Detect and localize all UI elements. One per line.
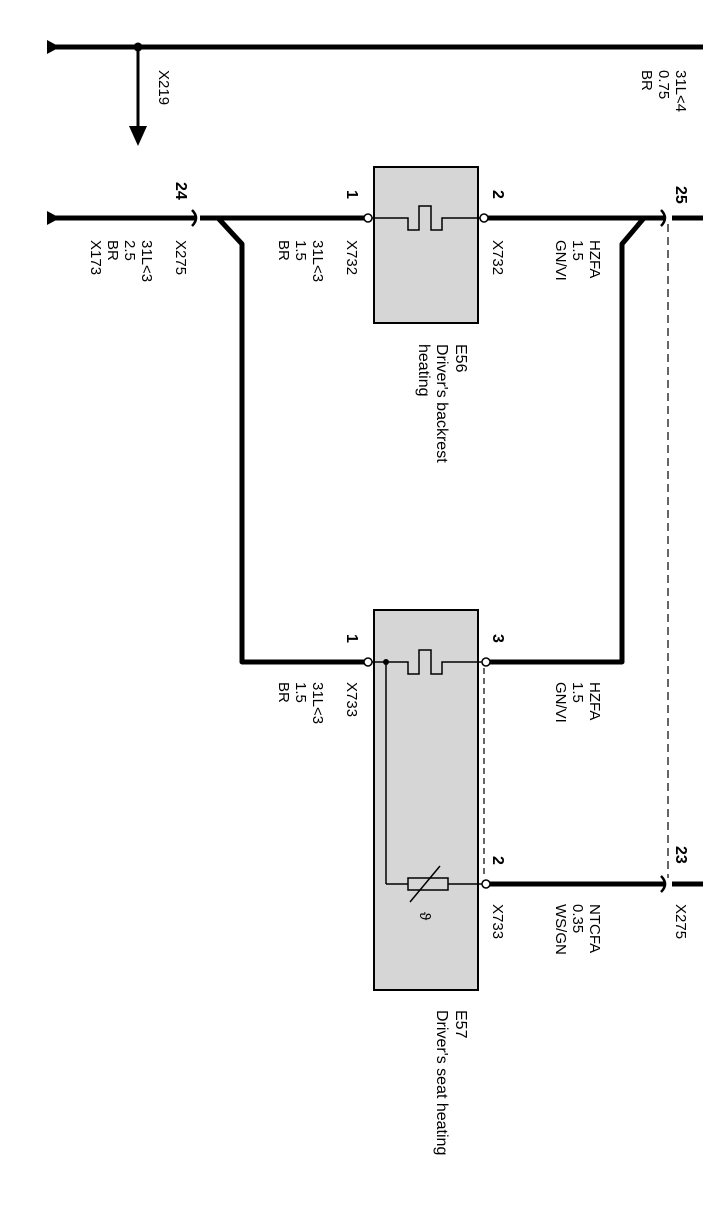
e56-pin-2: 2 [489, 190, 506, 199]
pin-number-25: 25 [672, 186, 689, 204]
label-e56-pin1: X732 [343, 240, 360, 275]
label-e57-pin1: X733 [343, 682, 360, 717]
label-e57-pin2: WS/GN [552, 904, 569, 955]
pin-terminal-icon [363, 657, 373, 667]
connector-mark-icon [660, 209, 667, 227]
label-e57-pin1: BR [275, 682, 292, 703]
heating-element-icon [372, 205, 482, 231]
label-e56-pin1: BR [275, 240, 292, 261]
label-e57-pin1: 31L<3 [309, 682, 326, 724]
wires [50, 44, 703, 887]
e57-body [373, 609, 479, 991]
label-top-bus: 31L<4 [672, 70, 689, 112]
label-top-bus: 0.75 [655, 70, 672, 99]
label-e56-pin1: 31L<3 [309, 240, 326, 282]
ground-terminal-icon [47, 40, 60, 54]
label-left-24: 31L<3 [138, 240, 155, 282]
pin-terminal-icon [481, 879, 491, 889]
label-top-bus: BR [638, 70, 655, 91]
label-e56-pin2: GN/VI [552, 240, 569, 281]
label-e57-pin1: 1.5 [292, 682, 309, 703]
e57-pin-3: 3 [489, 634, 506, 643]
pin-number-23: 23 [672, 846, 689, 864]
pin-numbers: 24 25 23 1 2 1 3 2 [172, 182, 689, 865]
e56-pin-1: 1 [343, 190, 360, 199]
wire-hzfa-to-e57-pin3 [486, 216, 646, 665]
heating-element-icon [372, 649, 484, 675]
label-left-24: BR [104, 240, 121, 261]
e57-description: Driver's seat heating [433, 1010, 450, 1155]
pin-terminal-icon [363, 213, 373, 223]
ground-terminal-icon [47, 211, 60, 225]
terminals [47, 40, 667, 893]
pin-terminal-icon [481, 657, 491, 667]
label-left-24: X275 [172, 240, 189, 275]
label-e57-pin3: 1.5 [569, 682, 586, 703]
connector-mark-icon [191, 209, 198, 227]
connector-mark-icon [660, 875, 667, 893]
label-e56-pin2: 1.5 [569, 240, 586, 261]
label-e57-pin3: GN/VI [552, 682, 569, 723]
temperature-symbol: ϑ [416, 912, 433, 921]
wire-ground-to-e57-pin1 [216, 216, 365, 665]
label-left-24: X173 [87, 240, 104, 275]
e57-pin-2: 2 [489, 856, 506, 865]
component-e57: ϑ [363, 609, 491, 991]
junction-dot-icon [133, 42, 143, 52]
e56-description: heating [415, 344, 432, 397]
e56-id: E56 [452, 344, 469, 373]
label-e56-pin1: 1.5 [292, 240, 309, 261]
label-x219: X219 [155, 70, 172, 105]
label-e56-pin2: X732 [489, 240, 506, 275]
e57-id: E57 [452, 1010, 469, 1039]
component-e56 [363, 166, 489, 324]
component-descriptions: E56 Driver's backrest heating E57 Driver… [415, 344, 469, 1155]
label-e57-pin2: NTCFA [586, 904, 603, 953]
label-left-24: 2.5 [121, 240, 138, 261]
pin-terminal-icon [479, 213, 489, 223]
e56-body [373, 166, 479, 324]
label-e57-pin2: X733 [489, 904, 506, 939]
e56-description: Driver's backrest [433, 344, 450, 463]
ntc-sensor-slash-icon [409, 865, 441, 903]
arrow-down-icon [129, 126, 147, 146]
pin-number-24: 24 [172, 182, 189, 200]
label-e57-pin2: 0.35 [569, 904, 586, 933]
wire-labels: 31L<4 0.75 BR X219 X275 31L<3 2.5 BR X17… [87, 70, 689, 955]
e57-pin-1: 1 [343, 634, 360, 643]
label-e56-pin2: HZFA [586, 240, 603, 278]
label-e57-pin3: HZFA [586, 682, 603, 720]
label-conn-23: X275 [672, 904, 689, 939]
